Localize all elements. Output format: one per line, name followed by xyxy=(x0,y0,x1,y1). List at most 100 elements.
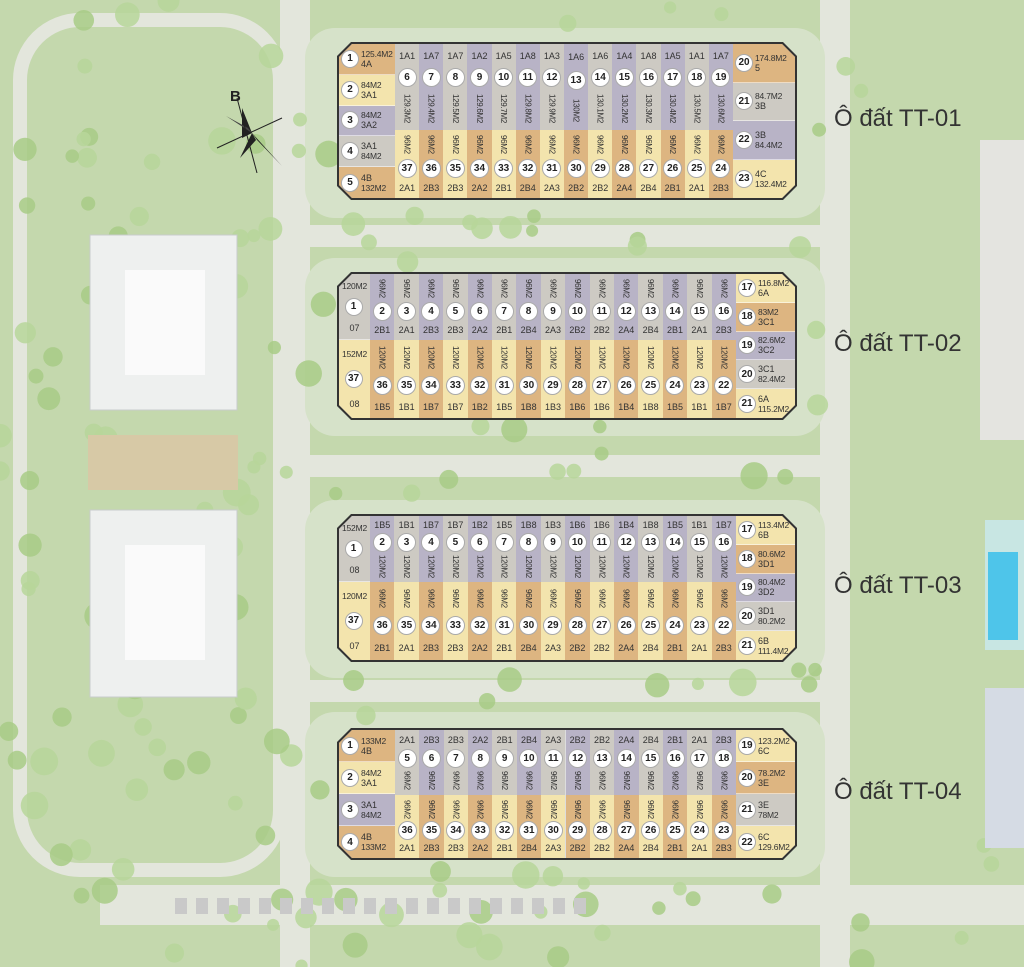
plot-cell[interactable]: 96M2132B4 xyxy=(638,274,662,340)
plot-cell[interactable]: 2B21296M2 xyxy=(566,730,590,795)
plot-cell[interactable]: 96M2322B4 xyxy=(516,130,540,198)
plot-cell[interactable]: 2B1996M2 xyxy=(492,730,516,795)
plot-cell[interactable]: 96M2272A4 xyxy=(614,795,638,858)
plot-cell[interactable]: 120M2271B6 xyxy=(590,340,614,418)
plot-cell[interactable]: 2A11796M2 xyxy=(687,730,711,795)
plot-cell[interactable]: 96M2342B3 xyxy=(444,795,468,858)
plot-cell[interactable]: 226C129.6M2 xyxy=(736,826,795,858)
plot-cell[interactable]: 1B611120M2 xyxy=(590,516,614,582)
plot-cell[interactable]: 203D180.2M2 xyxy=(736,602,795,631)
plot-cell[interactable]: 152M2108 xyxy=(339,516,370,582)
plot-cell[interactable]: 1B514120M2 xyxy=(663,516,687,582)
plot-cell[interactable]: 17116.8M26A xyxy=(736,274,795,303)
plot-cell[interactable]: 120M2281B6 xyxy=(565,340,589,418)
plot-cell[interactable]: 96M2302B4 xyxy=(516,582,540,660)
plot-cell[interactable]: 96M252B3 xyxy=(443,274,467,340)
plot-cell[interactable]: 96M2332A2 xyxy=(468,795,492,858)
plot-cell[interactable]: 96M2102B2 xyxy=(565,274,589,340)
plot-cell[interactable]: 96M2232A1 xyxy=(687,582,711,660)
plot-cell[interactable]: 1A312129.9M2 xyxy=(540,44,564,130)
plot-cell[interactable]: 96M222B1 xyxy=(370,274,394,340)
plot-cell[interactable]: 96M292A3 xyxy=(541,274,565,340)
plot-cell[interactable]: 96M2352A1 xyxy=(394,582,418,660)
plot-cell[interactable]: 216A115.2M2 xyxy=(736,389,795,418)
plot-cell[interactable]: 54B132M2 xyxy=(339,167,395,198)
plot-cell[interactable]: 1980.4M23D2 xyxy=(736,574,795,603)
plot-cell[interactable]: 96M232A1 xyxy=(394,274,418,340)
plot-cell[interactable]: 120M2251B8 xyxy=(638,340,662,418)
plot-cell[interactable]: 1A517130.4M2 xyxy=(661,44,685,130)
plot-cell[interactable]: 1B13120M2 xyxy=(394,516,418,582)
plot-cell[interactable]: 120M23707 xyxy=(339,582,370,660)
plot-cell[interactable]: 96M2342A2 xyxy=(467,130,491,198)
plot-cell[interactable]: 2B41596M2 xyxy=(639,730,663,795)
plot-cell[interactable]: 120M2351B1 xyxy=(394,340,418,418)
plot-cell[interactable]: 1B716120M2 xyxy=(712,516,736,582)
plot-cell[interactable]: 1A510129.7M2 xyxy=(492,44,516,130)
plot-cell[interactable]: 2B3696M2 xyxy=(419,730,443,795)
plot-cell[interactable]: 96M242B3 xyxy=(419,274,443,340)
plot-cell[interactable]: 96M2242B3 xyxy=(709,130,733,198)
plot-cell[interactable]: 120M2261B4 xyxy=(614,340,638,418)
plot-cell[interactable]: 1A16129.3M2 xyxy=(395,44,419,130)
plot-cell[interactable]: 96M2372A1 xyxy=(395,130,419,198)
plot-cell[interactable]: 120M2291B3 xyxy=(541,340,565,418)
plot-cell[interactable]: 96M2262B1 xyxy=(661,130,685,198)
plot-cell[interactable]: 1125.4M24A xyxy=(339,44,395,75)
plot-cell[interactable]: 96M2322B1 xyxy=(492,795,516,858)
plot-cell[interactable]: 96M2252B4 xyxy=(638,582,662,660)
plot-cell[interactable]: 1A415130.2M2 xyxy=(612,44,636,130)
plot-cell[interactable]: 2B21396M2 xyxy=(590,730,614,795)
plot-cell[interactable]: 96M2292B2 xyxy=(566,795,590,858)
plot-cell[interactable]: 96M2112B2 xyxy=(590,274,614,340)
plot-cell[interactable]: 213E78M2 xyxy=(736,794,795,826)
plot-cell[interactable]: 96M2332B3 xyxy=(443,582,467,660)
plot-cell[interactable]: 96M282B4 xyxy=(516,274,540,340)
plot-cell[interactable]: 96M2312A3 xyxy=(540,130,564,198)
plot-cell[interactable]: 96M2222B3 xyxy=(712,582,736,660)
plot-cell[interactable]: 96M2322A2 xyxy=(468,582,492,660)
plot-cell[interactable]: 20174.8M25 xyxy=(733,44,795,83)
plot-cell[interactable]: 120M2361B5 xyxy=(370,340,394,418)
plot-cell[interactable]: 96M2242B1 xyxy=(663,582,687,660)
plot-cell[interactable]: 152M23708 xyxy=(339,340,370,418)
plot-cell[interactable]: 120M2341B7 xyxy=(419,340,443,418)
plot-cell[interactable]: 96M262A2 xyxy=(468,274,492,340)
plot-cell[interactable]: 1883M23C1 xyxy=(736,303,795,332)
plot-cell[interactable]: 96M2232B3 xyxy=(712,795,736,858)
plot-cell[interactable]: 2A2896M2 xyxy=(468,730,492,795)
plot-cell[interactable]: 120M2321B2 xyxy=(468,340,492,418)
plot-cell[interactable]: 223B84.4M2 xyxy=(733,121,795,160)
plot-cell[interactable]: 1B813120M2 xyxy=(638,516,662,582)
plot-cell[interactable]: 2A41496M2 xyxy=(614,730,638,795)
plot-cell[interactable]: 120M2311B5 xyxy=(492,340,516,418)
plot-cell[interactable]: 96M2162B3 xyxy=(712,274,736,340)
plot-cell[interactable]: 120M2331B7 xyxy=(443,340,467,418)
plot-cell[interactable]: 96M2332B1 xyxy=(492,130,516,198)
plot-cell[interactable]: 203C182.4M2 xyxy=(736,360,795,389)
plot-cell[interactable]: 1B74120M2 xyxy=(419,516,443,582)
plot-cell[interactable]: 1B115120M2 xyxy=(687,516,711,582)
plot-cell[interactable]: 96M2312B4 xyxy=(517,795,541,858)
plot-cell[interactable]: 96M2122A4 xyxy=(614,274,638,340)
plot-cell[interactable]: 33A184M2 xyxy=(339,794,395,826)
plot-cell[interactable]: 96M2292B2 xyxy=(588,130,612,198)
plot-cell[interactable]: 96M2282A4 xyxy=(612,130,636,198)
plot-cell[interactable]: 1A816130.3M2 xyxy=(636,44,660,130)
plot-cell[interactable]: 1A29129.6M2 xyxy=(467,44,491,130)
plot-cell[interactable]: 2B31896M2 xyxy=(712,730,736,795)
plot-cell[interactable]: 120M2301B8 xyxy=(516,340,540,418)
plot-cell[interactable]: 1A811129.8M2 xyxy=(516,44,540,130)
plot-cell[interactable]: 1B57120M2 xyxy=(492,516,516,582)
plot-cell[interactable]: 2A1596M2 xyxy=(395,730,419,795)
plot-cell[interactable]: 1A78129.5M2 xyxy=(443,44,467,130)
plot-cell[interactable]: 96M2142B1 xyxy=(663,274,687,340)
plot-cell[interactable]: 120M2107 xyxy=(339,274,370,340)
plot-cell[interactable]: 1B610120M2 xyxy=(565,516,589,582)
plot-cell[interactable]: 96M2302B2 xyxy=(564,130,588,198)
plot-cell[interactable]: 1B52120M2 xyxy=(370,516,394,582)
plot-cell[interactable]: 96M272B1 xyxy=(492,274,516,340)
plot-cell[interactable]: 96M2362B1 xyxy=(370,582,394,660)
plot-cell[interactable]: 1982.6M23C2 xyxy=(736,332,795,361)
plot-cell[interactable]: 120M2231B1 xyxy=(687,340,711,418)
